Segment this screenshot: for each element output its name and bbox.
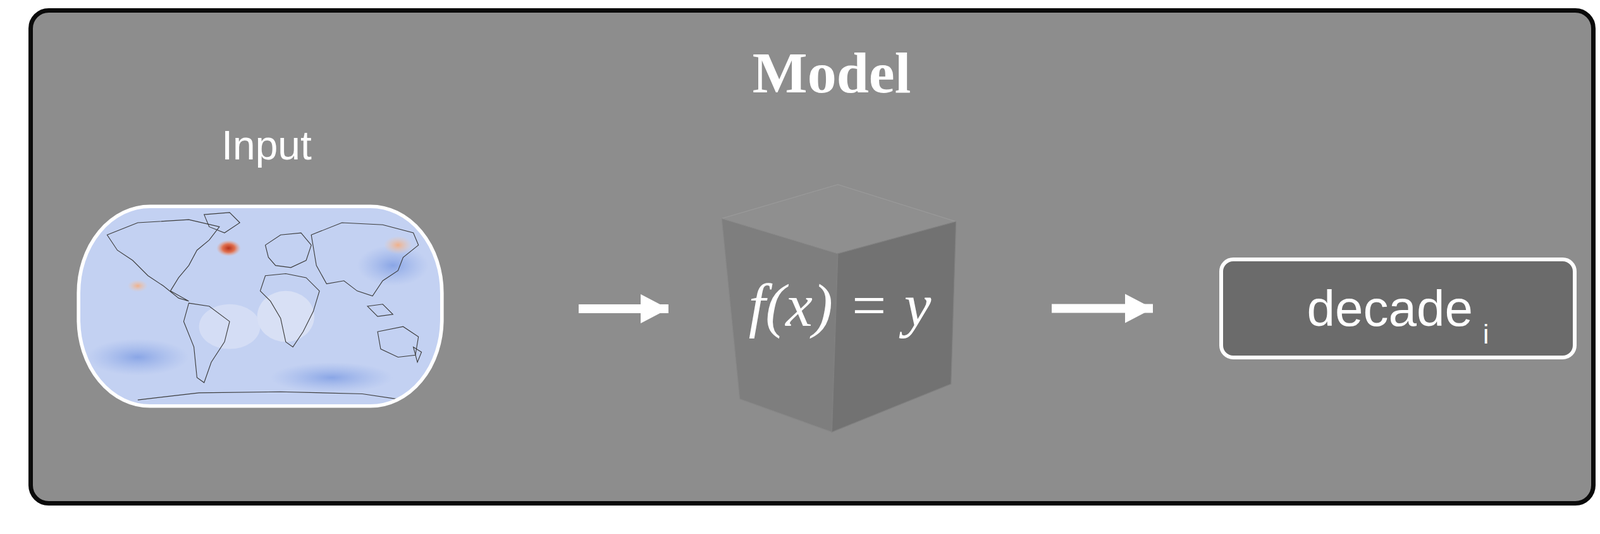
world-map xyxy=(76,204,444,408)
model-cube: f(x) = y xyxy=(719,183,960,434)
subscript-index: i xyxy=(1483,319,1489,350)
input-map: Input xyxy=(76,120,457,408)
output-text: decadei xyxy=(1307,276,1490,341)
input-label: Input xyxy=(76,120,457,171)
function-label: f(x) = y xyxy=(748,270,932,341)
flow-arrow xyxy=(1051,304,1153,314)
output-box: decadei xyxy=(1219,257,1577,360)
flow-arrow xyxy=(578,304,669,314)
output-label: decade xyxy=(1307,280,1473,337)
model-panel: ModelInput xyxy=(28,8,1596,506)
panel-title: Model xyxy=(752,37,911,108)
